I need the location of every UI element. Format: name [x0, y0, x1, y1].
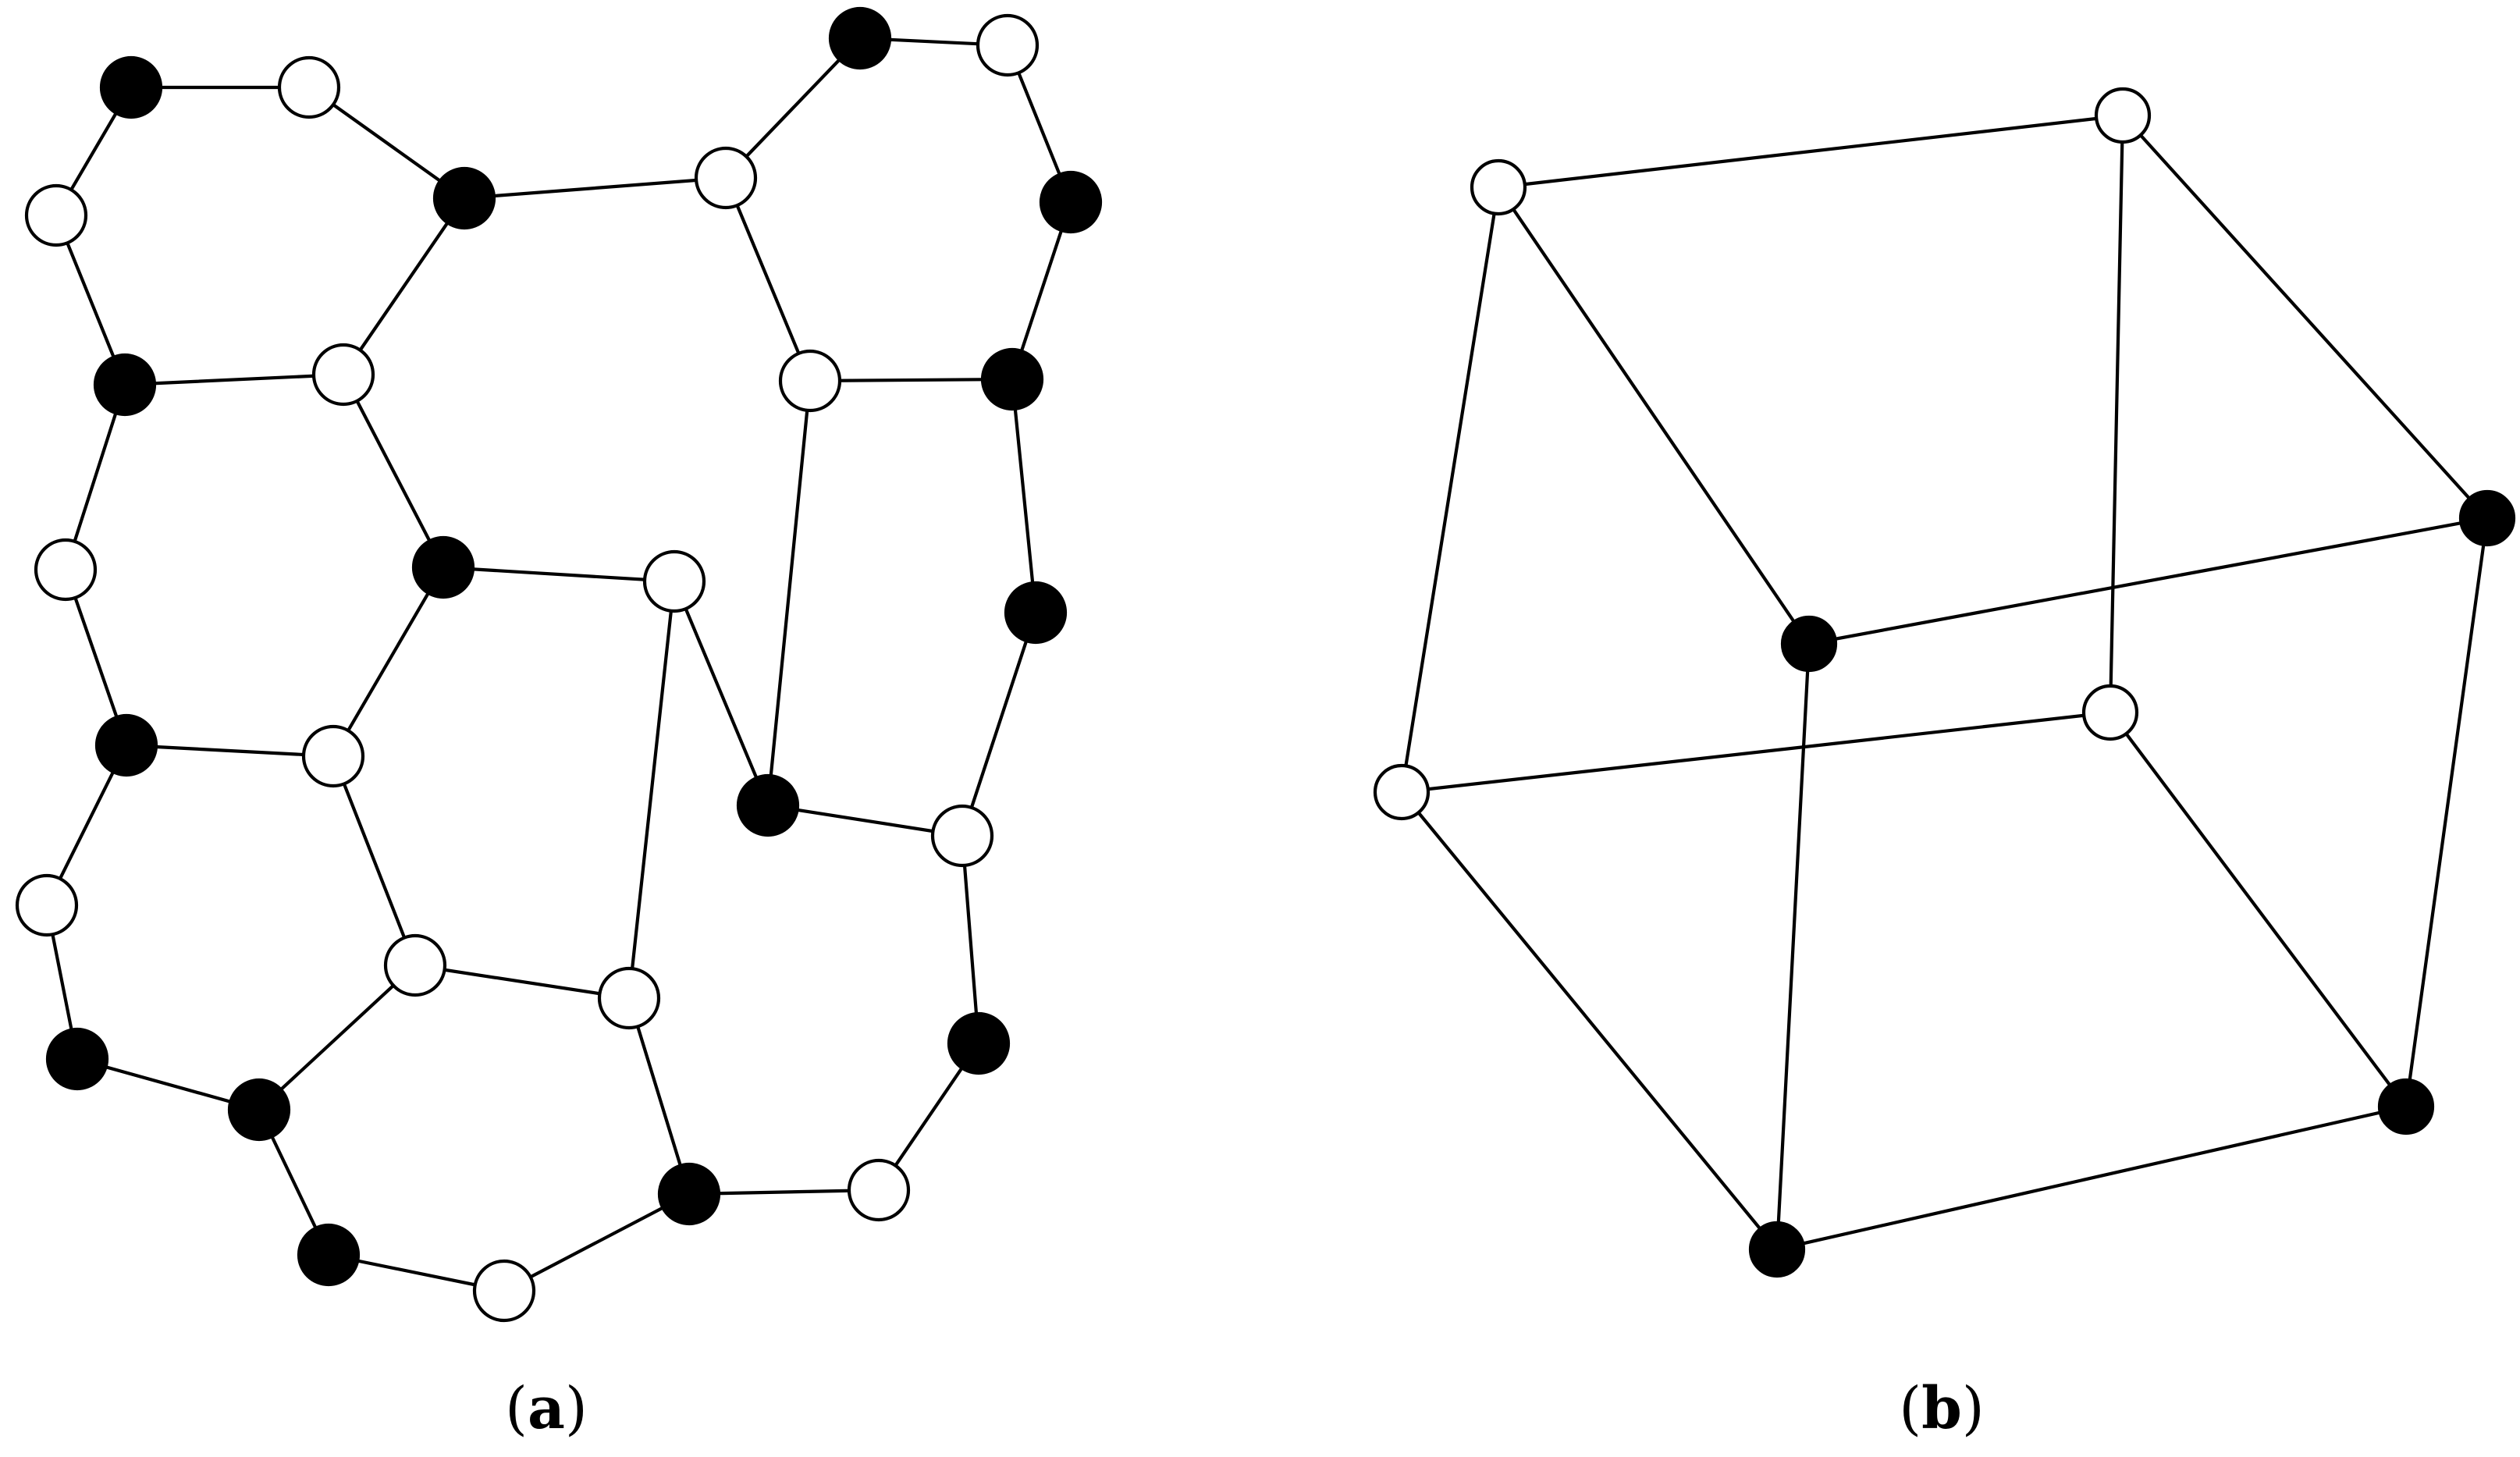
- panel-a-filled-vertex: [828, 6, 892, 70]
- panel-a-edge: [687, 1188, 881, 1196]
- panel-a-filled-vertex: [1039, 170, 1103, 234]
- panel-a-edge: [723, 176, 812, 383]
- panel-a-filled-vertex: [297, 1223, 361, 1287]
- panel-a-filled-vertex: [45, 1027, 109, 1091]
- panel-a-open-vertex: [847, 1158, 911, 1222]
- panel-b-filled-vertex: [1748, 1221, 1806, 1278]
- panel-a-edge: [331, 565, 446, 759]
- panel-a-edge: [124, 743, 336, 759]
- panel-a-edge: [341, 372, 446, 570]
- panel-a-open-vertex: [930, 804, 994, 868]
- panel-b-edge: [1775, 1104, 2408, 1252]
- panel-b-edge: [2404, 516, 2490, 1109]
- panel-a-filled-vertex: [99, 55, 163, 119]
- panel-b-edge: [1807, 516, 2490, 646]
- panel-b-filled-vertex: [2458, 489, 2516, 547]
- panel-b-edge: [1399, 185, 1501, 794]
- panel-b-edge: [2108, 710, 2408, 1109]
- caption-a-letter: a: [528, 1375, 565, 1442]
- panel-a-hexagonal-graph: [15, 6, 1103, 1323]
- panel-a-edge: [307, 85, 467, 201]
- panel-b-filled-vertex: [1780, 615, 1838, 673]
- panel-a-edge: [766, 378, 812, 808]
- panel-a-edge: [413, 963, 631, 1000]
- panel-b-open-vertex: [1373, 763, 1431, 821]
- panel-a-edge: [441, 565, 677, 584]
- panel-a-filled-vertex: [1004, 581, 1068, 645]
- panel-b-edge: [2108, 113, 2125, 715]
- panel-a-edge: [257, 963, 418, 1112]
- panel-a-edge: [1010, 377, 1038, 615]
- panel-a-edge: [75, 1057, 261, 1112]
- panel-b-cube-graph: [1373, 87, 2516, 1278]
- panel-a-filled-vertex: [432, 166, 496, 230]
- panel-a-open-vertex: [976, 13, 1040, 77]
- panel-a-filled-vertex: [980, 347, 1044, 411]
- panel-a-edges: [44, 36, 1073, 1293]
- panel-a-open-vertex: [311, 343, 375, 407]
- panel-a-open-vertex: [472, 1259, 536, 1323]
- panel-a-filled-vertex: [227, 1078, 291, 1142]
- panel-a-open-vertex: [597, 966, 661, 1030]
- panel-a-edge: [627, 996, 691, 1196]
- panel-a-filled-vertex: [93, 353, 157, 417]
- panel-a-open-vertex: [277, 55, 341, 119]
- panel-a-edge: [766, 803, 965, 838]
- panel-a-filled-vertex: [736, 773, 800, 837]
- panel-a-edge: [808, 377, 1015, 383]
- panel-a-filled-vertex: [411, 535, 475, 599]
- panel-a-edge: [63, 382, 127, 572]
- caption-b-open: (: [1899, 1375, 1921, 1442]
- panel-b-edge: [1399, 790, 1779, 1252]
- panel-a-open-vertex: [694, 146, 758, 210]
- panel-a-filled-vertex: [657, 1162, 721, 1226]
- panel-a-vertices: [15, 6, 1103, 1323]
- panel-a-filled-vertex: [94, 713, 158, 777]
- caption-a-close: ): [565, 1375, 588, 1442]
- panel-b-edge: [1496, 113, 2125, 190]
- panel-b-open-vertex: [2094, 87, 2152, 144]
- panel-b-edge: [1775, 641, 1811, 1252]
- panel-b-filled-vertex: [2377, 1078, 2435, 1135]
- panel-b-vertices: [1373, 87, 2516, 1278]
- panel-a-edge: [672, 579, 770, 808]
- panel-a-edge: [723, 36, 862, 180]
- caption-b-letter: b: [1921, 1375, 1962, 1442]
- panel-a-open-vertex: [34, 538, 98, 602]
- panel-b-edges: [1399, 113, 2490, 1252]
- panel-a-edge: [960, 610, 1038, 838]
- caption-a-open: (: [505, 1375, 528, 1442]
- panel-a-open-vertex: [24, 183, 88, 247]
- panel-a-edge: [627, 579, 677, 1000]
- caption-b-close: ): [1962, 1375, 1985, 1442]
- panel-a-open-vertex: [383, 933, 447, 997]
- caption-b: (b): [1899, 1375, 1985, 1442]
- panel-a-edge: [331, 754, 418, 968]
- panel-a-edge: [960, 833, 981, 1046]
- panel-a-edge: [123, 372, 346, 387]
- panel-b-edge: [1399, 710, 2113, 794]
- panel-a-edge: [462, 176, 728, 201]
- caption-a: (a): [505, 1375, 588, 1442]
- panel-a-edge: [341, 196, 467, 377]
- panel-a-filled-vertex: [947, 1011, 1011, 1075]
- panel-b-open-vertex: [1470, 158, 1527, 216]
- panel-a-edge: [502, 1192, 691, 1293]
- panel-a-open-vertex: [301, 724, 365, 788]
- panel-a-open-vertex: [778, 349, 842, 413]
- panel-a-open-vertex: [15, 873, 79, 937]
- panel-b-open-vertex: [2081, 684, 2139, 741]
- panel-a-open-vertex: [642, 549, 706, 613]
- panel-b-edge: [2120, 113, 2490, 521]
- panel-b-edge: [1496, 185, 1811, 646]
